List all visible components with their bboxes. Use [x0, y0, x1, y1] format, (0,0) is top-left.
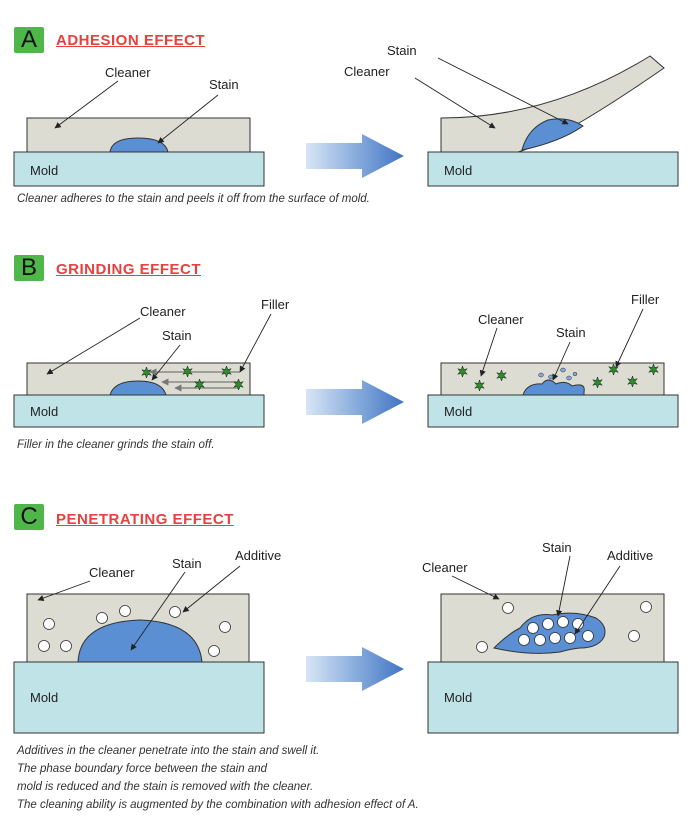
additive-particle	[119, 605, 131, 617]
section-a-heading: ADHESION EFFECT	[56, 32, 206, 49]
additive-particle	[557, 616, 569, 628]
additive-particle	[208, 645, 220, 657]
stain-pointer	[437, 57, 569, 125]
section-c-left-figure: Mold Cleaner Stain Additive	[13, 548, 281, 734]
additive-particle	[640, 601, 652, 613]
section-b-arrow	[306, 380, 404, 424]
stain-label: Stain	[172, 556, 202, 571]
section-c-caption-line-2: The phase boundary force between the sta…	[17, 763, 267, 775]
filler-label: Filler	[261, 297, 290, 312]
additive-particle	[534, 634, 546, 646]
cleaner-label: Cleaner	[422, 560, 468, 575]
stain-pointer	[552, 341, 571, 381]
section-a-right-figure: Mold Stain Cleaner	[344, 43, 679, 187]
section-b-left-figure: Mold Cleaner Stain Filler	[13, 297, 290, 428]
additive-particle	[527, 622, 539, 634]
mold-block	[13, 394, 265, 428]
additive-particle	[476, 641, 488, 653]
additive-particle	[43, 618, 55, 630]
cleaner-pointer	[54, 80, 119, 129]
section-a-caption: Cleaner adheres to the stain and peels i…	[17, 193, 370, 205]
section-c-caption-line-1: Additives in the cleaner penetrate into …	[17, 745, 320, 757]
filler-label: Filler	[631, 292, 660, 307]
cleaner-pointer	[414, 77, 496, 129]
additive-particle	[582, 630, 594, 642]
mold-label: Mold	[30, 163, 58, 178]
additive-particle	[169, 606, 181, 618]
section-a-arrow	[306, 134, 404, 178]
mold-block	[13, 151, 265, 187]
cleaner-pointer	[46, 317, 141, 375]
stain-label: Stain	[542, 540, 572, 555]
filler-pointer	[615, 308, 644, 368]
section-b-heading: GRINDING EFFECT	[56, 261, 201, 278]
stain-shape	[109, 137, 169, 153]
mold-block	[427, 151, 679, 187]
cleaner-pointer	[37, 580, 91, 602]
additive-particle	[219, 621, 231, 633]
additive-particle	[549, 632, 561, 644]
section-b-caption: Filler in the cleaner grinds the stain o…	[17, 439, 215, 451]
stain-shape	[77, 619, 203, 663]
filler-pointer	[239, 313, 272, 373]
stain-label: Stain	[556, 325, 586, 340]
additive-label: Additive	[607, 548, 653, 563]
additive-particle	[60, 640, 72, 652]
additive-particle	[38, 640, 50, 652]
mold-block	[427, 661, 679, 734]
stain-label: Stain	[162, 328, 192, 343]
stain-pointer	[556, 555, 571, 617]
cleaner-label: Cleaner	[89, 565, 135, 580]
stain-pointer	[157, 94, 219, 144]
cleaner-pointer	[479, 327, 498, 377]
additive-particle	[564, 632, 576, 644]
stain-pointer	[151, 344, 181, 381]
stain-shape	[521, 118, 584, 151]
section-c-heading: PENETRATING EFFECT	[56, 511, 234, 528]
cleaner-pointer	[451, 575, 500, 600]
additive-particle	[96, 612, 108, 624]
additive-particle	[628, 630, 640, 642]
mold-label: Mold	[444, 404, 472, 419]
additive-pointer	[574, 565, 621, 635]
mold-label: Mold	[444, 690, 472, 705]
section-b-right-figure: Mold Cleaner Stain Filler	[427, 292, 679, 428]
mold-label: Mold	[444, 163, 472, 178]
mold-block	[427, 394, 679, 428]
section-b-badge: B	[14, 255, 44, 281]
stain-label: Stain	[209, 77, 239, 92]
section-c-arrow	[306, 647, 404, 691]
cleaner-label: Cleaner	[140, 304, 186, 319]
additive-particle	[518, 634, 530, 646]
stain-pointer	[130, 571, 186, 651]
additive-pointer	[182, 565, 241, 613]
cleaner-label: Cleaner	[478, 312, 524, 327]
stain-shape	[109, 380, 167, 396]
cleaner-label: Cleaner	[105, 65, 151, 80]
section-a-left-figure: Mold Cleaner Stain	[13, 65, 265, 187]
section-c-caption-line-4: The cleaning ability is augmented by the…	[17, 799, 419, 811]
cleaner-label: Cleaner	[344, 64, 390, 79]
mold-block	[13, 661, 265, 734]
stain-shape	[522, 379, 585, 396]
section-c-badge: C	[14, 504, 44, 530]
additive-label: Additive	[235, 548, 281, 563]
mold-label: Mold	[30, 690, 58, 705]
stain-label: Stain	[387, 43, 417, 58]
additive-particle	[502, 602, 514, 614]
section-c-right-figure: Mold Cleaner Stain Additive	[422, 540, 679, 734]
mold-label: Mold	[30, 404, 58, 419]
section-c-caption-line-3: mold is reduced and the stain is removed…	[17, 781, 314, 793]
additive-particle	[542, 618, 554, 630]
section-a-badge: A	[14, 27, 44, 53]
